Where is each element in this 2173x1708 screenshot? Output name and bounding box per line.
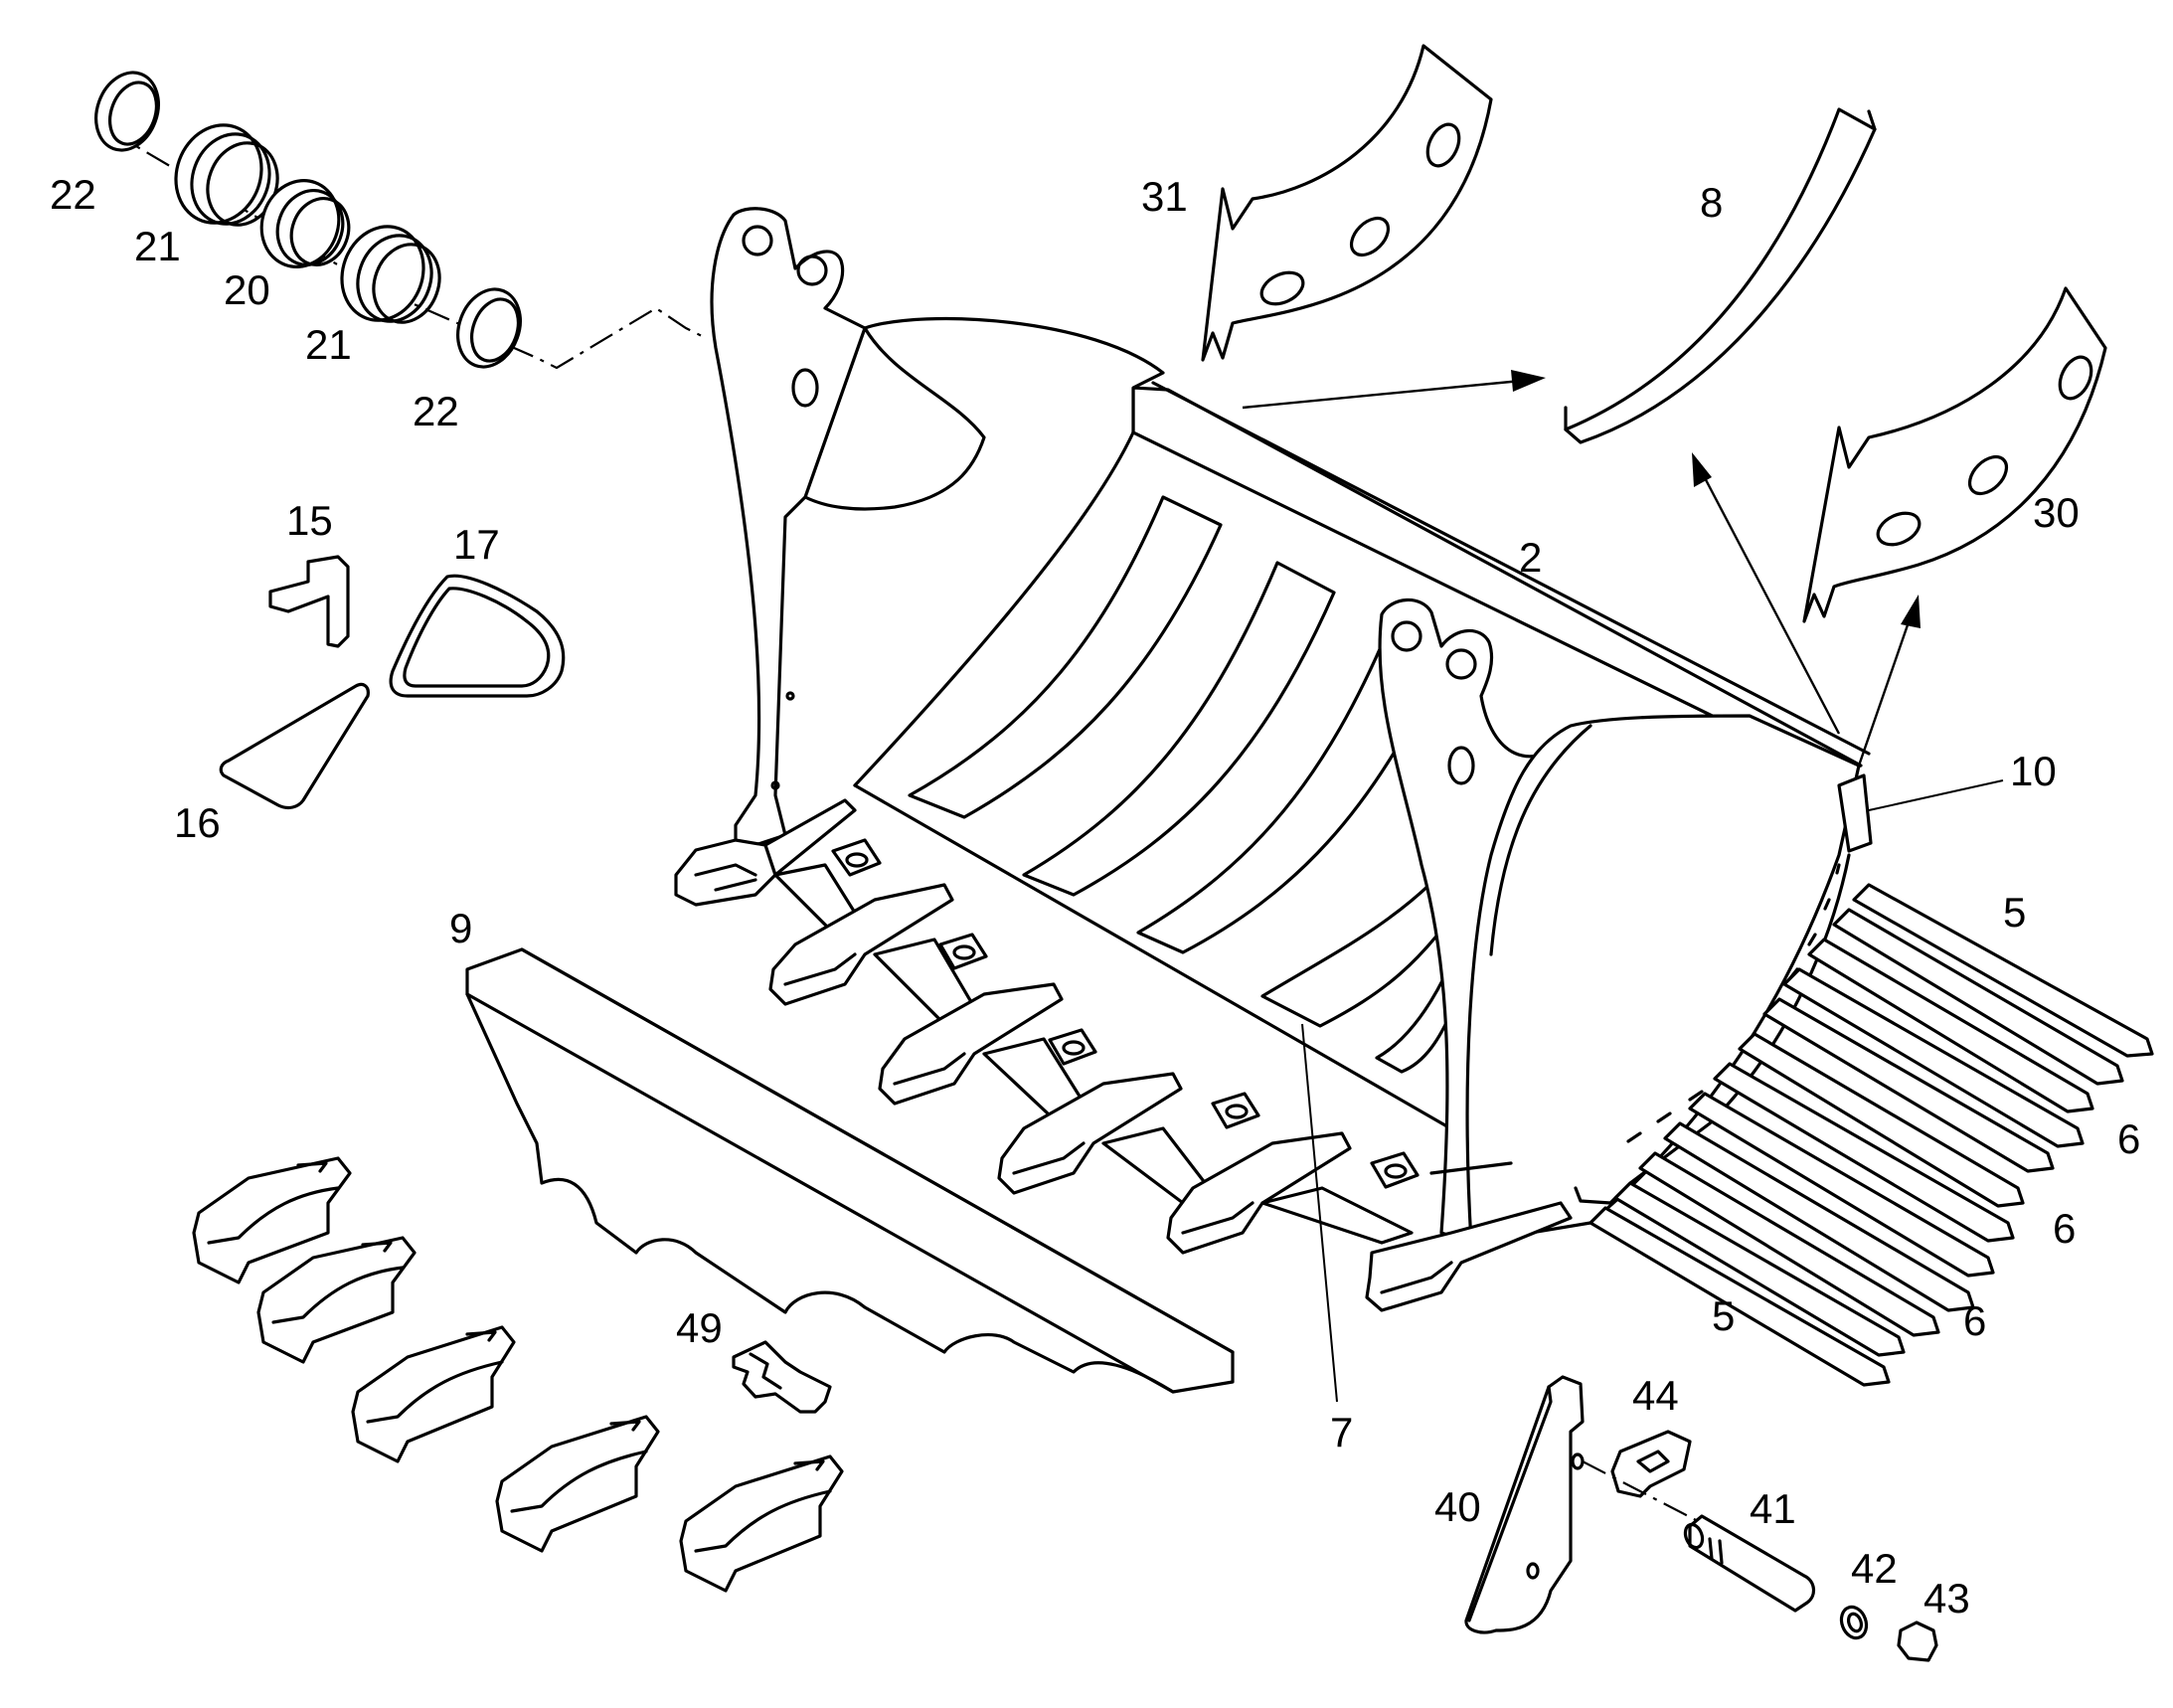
label-16: 16 bbox=[174, 799, 221, 846]
label-21-b: 21 bbox=[305, 321, 352, 368]
tooth-3 bbox=[351, 1325, 516, 1463]
side-cutter-30 bbox=[1802, 286, 2107, 623]
tooth-5 bbox=[679, 1454, 844, 1593]
wear-strips-5-6 bbox=[1588, 883, 2154, 1387]
wear-strip-8 bbox=[1564, 107, 1877, 444]
tooth-4 bbox=[495, 1415, 660, 1553]
bushing-21-bottom bbox=[340, 225, 441, 324]
label-43: 43 bbox=[1923, 1575, 1970, 1622]
side-cutter-31 bbox=[1201, 44, 1493, 362]
bushing-20 bbox=[259, 179, 351, 268]
bucket-body-2 bbox=[710, 207, 1873, 1245]
label-9: 9 bbox=[449, 905, 472, 951]
side-adapter-assembly bbox=[1464, 1375, 1938, 1662]
label-8: 8 bbox=[1700, 179, 1723, 226]
tooth-lock-49 bbox=[732, 1340, 832, 1414]
leader-lines bbox=[1301, 779, 2004, 1403]
label-10: 10 bbox=[2010, 748, 2057, 794]
tooth-1 bbox=[192, 1156, 352, 1284]
label-5-b: 5 bbox=[1712, 1292, 1735, 1339]
bucket-teeth-adapters bbox=[674, 798, 1573, 1312]
placement-arrows bbox=[1242, 370, 1921, 767]
label-6-a: 6 bbox=[2117, 1115, 2140, 1162]
wear-plate-15 bbox=[268, 555, 350, 648]
label-2: 2 bbox=[1519, 534, 1542, 581]
label-42: 42 bbox=[1851, 1545, 1898, 1592]
label-31: 31 bbox=[1141, 173, 1188, 220]
label-7: 7 bbox=[1330, 1409, 1353, 1455]
label-22-b: 22 bbox=[413, 388, 459, 434]
label-49: 49 bbox=[676, 1304, 723, 1351]
label-6-b: 6 bbox=[2053, 1205, 2076, 1252]
label-41: 41 bbox=[1750, 1485, 1796, 1532]
part-labels: 22 21 20 21 22 31 8 30 2 15 17 16 10 9 5… bbox=[50, 171, 2140, 1622]
label-17: 17 bbox=[453, 521, 500, 568]
ring-22-bottom bbox=[456, 287, 522, 369]
label-6-c: 6 bbox=[1963, 1297, 1986, 1344]
label-21-a: 21 bbox=[134, 223, 181, 269]
label-30: 30 bbox=[2033, 489, 2080, 536]
cutting-edge-9 bbox=[465, 947, 1235, 1394]
label-20: 20 bbox=[224, 266, 270, 313]
label-44: 44 bbox=[1632, 1372, 1679, 1419]
label-5-a: 5 bbox=[2003, 889, 2026, 936]
ring-22-top bbox=[94, 71, 160, 152]
pin-bushing-assembly bbox=[94, 71, 707, 370]
bushing-21-top bbox=[174, 123, 279, 227]
wear-plate-16 bbox=[219, 682, 370, 810]
wear-plate-17 bbox=[389, 574, 566, 698]
label-22-a: 22 bbox=[50, 171, 96, 218]
tooth-2 bbox=[256, 1236, 417, 1364]
loose-teeth bbox=[192, 1156, 844, 1593]
label-40: 40 bbox=[1434, 1483, 1481, 1530]
label-15: 15 bbox=[286, 497, 333, 544]
